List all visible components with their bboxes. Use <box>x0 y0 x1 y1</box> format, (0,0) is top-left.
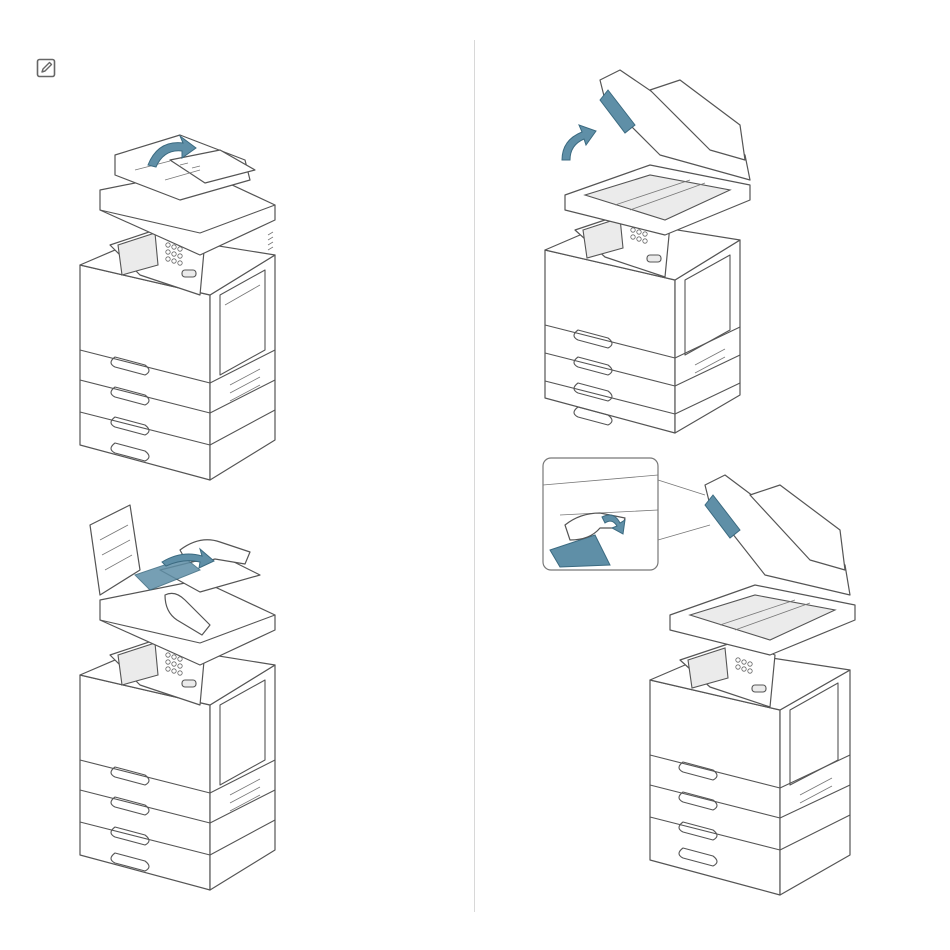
column-divider <box>474 40 475 912</box>
figure-remove-jammed-paper <box>70 500 300 900</box>
document-feeder-open <box>90 505 275 665</box>
figure-lift-scanner-lid <box>540 65 770 440</box>
figure-open-feeder-cover <box>70 125 300 490</box>
detail-inset <box>543 458 710 570</box>
figure-turn-release-knob <box>540 455 870 900</box>
curved-arrow-icon <box>562 125 596 160</box>
scanner-glass <box>670 585 855 655</box>
note-pencil-icon <box>36 58 56 78</box>
scanner-lid-raised <box>600 70 750 180</box>
scanner-lid-raised <box>705 475 850 595</box>
